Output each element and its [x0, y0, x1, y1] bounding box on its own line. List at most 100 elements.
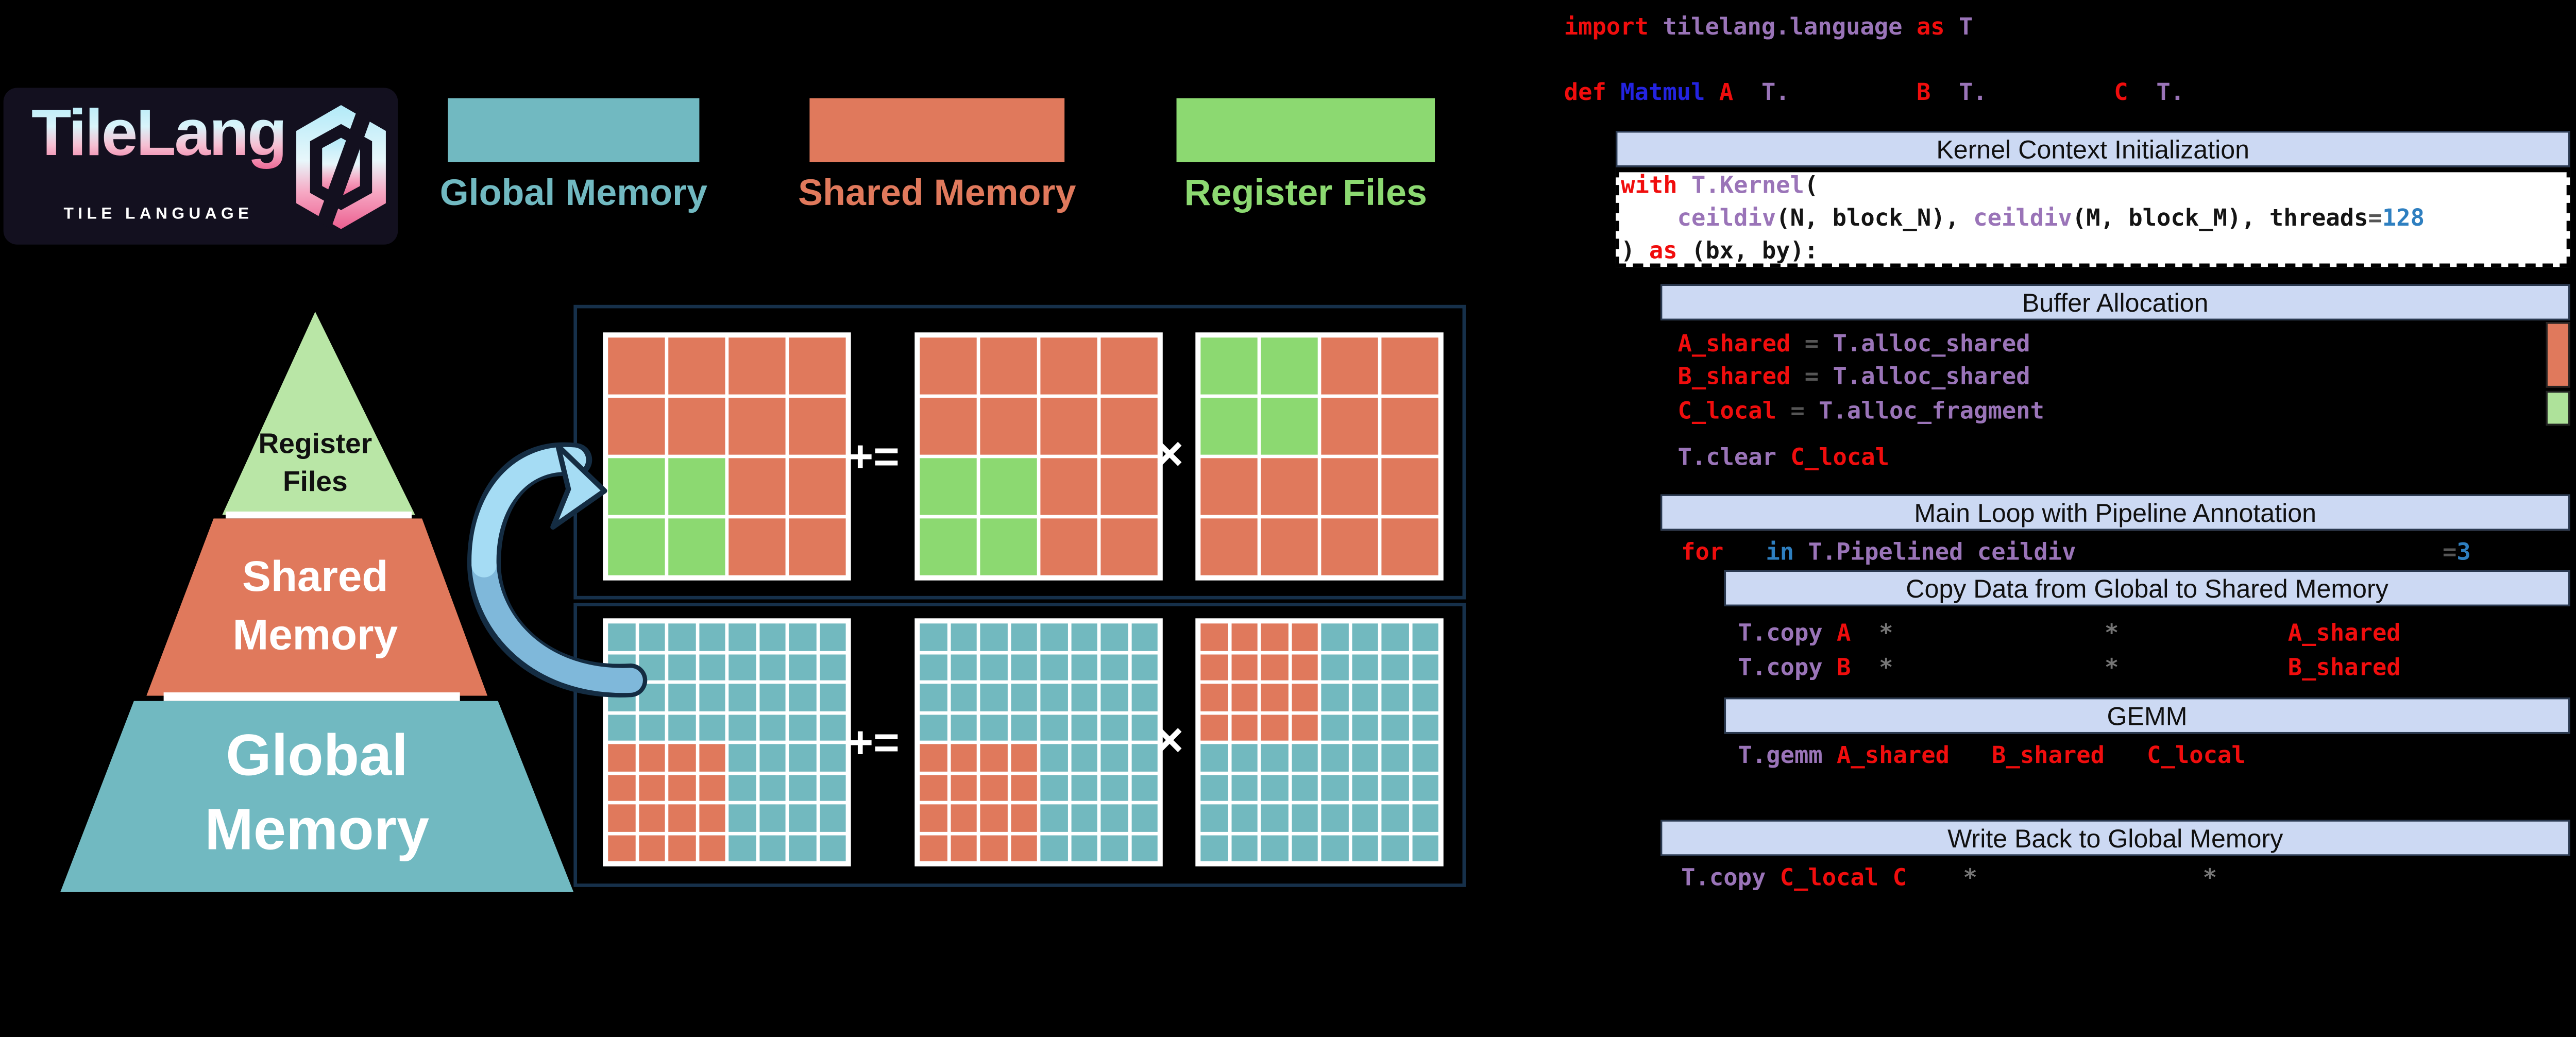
code-token: T.copy [1738, 620, 1823, 648]
matrix-cell [789, 623, 816, 651]
matrix-cell [1381, 518, 1438, 575]
matrix-cell [1381, 684, 1409, 711]
matrix-cell [1351, 744, 1378, 771]
matrix-cell [1130, 684, 1158, 711]
matrix-cell [1291, 623, 1318, 651]
matrix-cell [668, 713, 696, 741]
matrix-cell [728, 713, 756, 741]
code-token [1907, 864, 1963, 892]
matrix-cell [1291, 684, 1318, 711]
matrix-cell [1261, 518, 1318, 575]
matrix-cell [1200, 834, 1228, 861]
matrix-cell [638, 804, 665, 831]
matrix-cell [1010, 623, 1037, 651]
matrix-cell [728, 834, 756, 861]
matrix-cell [728, 804, 756, 831]
matrix-cell [608, 744, 635, 771]
matrix-cell [1381, 337, 1438, 395]
code-token: C_local [1776, 444, 1889, 472]
matrix-cell [920, 653, 947, 681]
matrix-cell [819, 774, 846, 801]
logo-subtitle: TILE LANGUAGE [63, 205, 253, 224]
legend-label-global: Global Memory [439, 172, 707, 214]
matrix-cell [1381, 398, 1438, 455]
matrix-cell [1040, 713, 1067, 741]
code-line-import: import tilelang.language as T [1564, 14, 1973, 41]
matrix-cell [1351, 804, 1378, 831]
matrix-cell [638, 774, 665, 801]
matrix-cell [1010, 744, 1037, 771]
legend-swatch-register [1176, 98, 1435, 162]
code-token: C_local [2147, 742, 2246, 770]
code-token: A_shared [1822, 742, 1950, 770]
code-token: T.Kernel [1677, 172, 1804, 200]
matrix-cell [1040, 684, 1067, 711]
matrix-cell [638, 684, 665, 711]
matrix-cell [758, 713, 786, 741]
matrix-cell [1381, 623, 1409, 651]
matrix-cell [1291, 744, 1318, 771]
matrix-cell [1100, 774, 1128, 801]
code-token: for [1681, 539, 1724, 567]
matrix-cell [608, 834, 635, 861]
code-token: with [1621, 172, 1677, 200]
matrix-cell [668, 518, 725, 575]
matrix-cell [1100, 337, 1158, 395]
matrix-cell [1010, 774, 1037, 801]
matrix-cell [1261, 653, 1288, 681]
code-token: ceildiv [1973, 205, 2072, 233]
code-token: T.copy [1681, 864, 1766, 892]
code-token: T.alloc_shared [1833, 330, 2030, 359]
matrix-cell [1100, 744, 1128, 771]
matrix-cell [980, 337, 1037, 395]
matrix-cell [920, 518, 977, 575]
matrix-cell [1100, 518, 1158, 575]
matrix-cell [1100, 684, 1128, 711]
register-fragment-marker-bar [2546, 390, 2570, 426]
matrix-cell [1291, 653, 1318, 681]
pyramid-label: Files [282, 467, 348, 498]
code-token: B_shared [1992, 742, 2105, 770]
matrix-b-global [1195, 618, 1444, 866]
code-token [1790, 79, 1917, 107]
code-line-copy_a: T.copy A * * A_shared [1738, 620, 2400, 648]
matrix-cell [920, 458, 977, 515]
matrix-cell [789, 834, 816, 861]
matrix-cell [758, 774, 786, 801]
matrix-cell [1321, 713, 1348, 741]
pyramid-global-memory [60, 700, 574, 892]
matrix-cell [1351, 623, 1378, 651]
matrix-cell [920, 834, 947, 861]
matrix-cell [1261, 744, 1288, 771]
code-token: (M, block_M), threads [2072, 205, 2368, 233]
matrix-cell [950, 744, 977, 771]
code-token: A_shared [1677, 330, 1791, 359]
matrix-cell [698, 774, 725, 801]
matrix-cell [1200, 713, 1228, 741]
matrix-cell [1321, 774, 1348, 801]
code-token: T.alloc_shared [1833, 363, 2030, 391]
matrix-cell [1200, 653, 1228, 681]
matrix-cell [728, 518, 786, 575]
matrix-cell [920, 713, 947, 741]
matrix-cell [1321, 458, 1378, 515]
code-token: = [1776, 398, 1819, 426]
matrix-cell [728, 458, 786, 515]
matrix-cell [1381, 744, 1409, 771]
matrix-cell [1040, 337, 1097, 395]
code-token: T. [1733, 79, 1790, 107]
pyramid-label: Register [258, 429, 372, 460]
code-token: ceildiv [1677, 205, 1776, 233]
matrix-cell [638, 744, 665, 771]
matrix-cell [1100, 623, 1128, 651]
multiply-operator: × [1155, 713, 1184, 767]
matrix-cell [980, 804, 1007, 831]
matrix-cell [950, 653, 977, 681]
matrix-cell [1040, 744, 1067, 771]
code-token: T.copy [1738, 654, 1823, 682]
code-token: = [2442, 539, 2457, 567]
matrix-cell [1040, 653, 1067, 681]
matrix-cell [1411, 623, 1438, 651]
matrix-cell [1200, 623, 1228, 651]
code-token: T. [1930, 79, 1987, 107]
